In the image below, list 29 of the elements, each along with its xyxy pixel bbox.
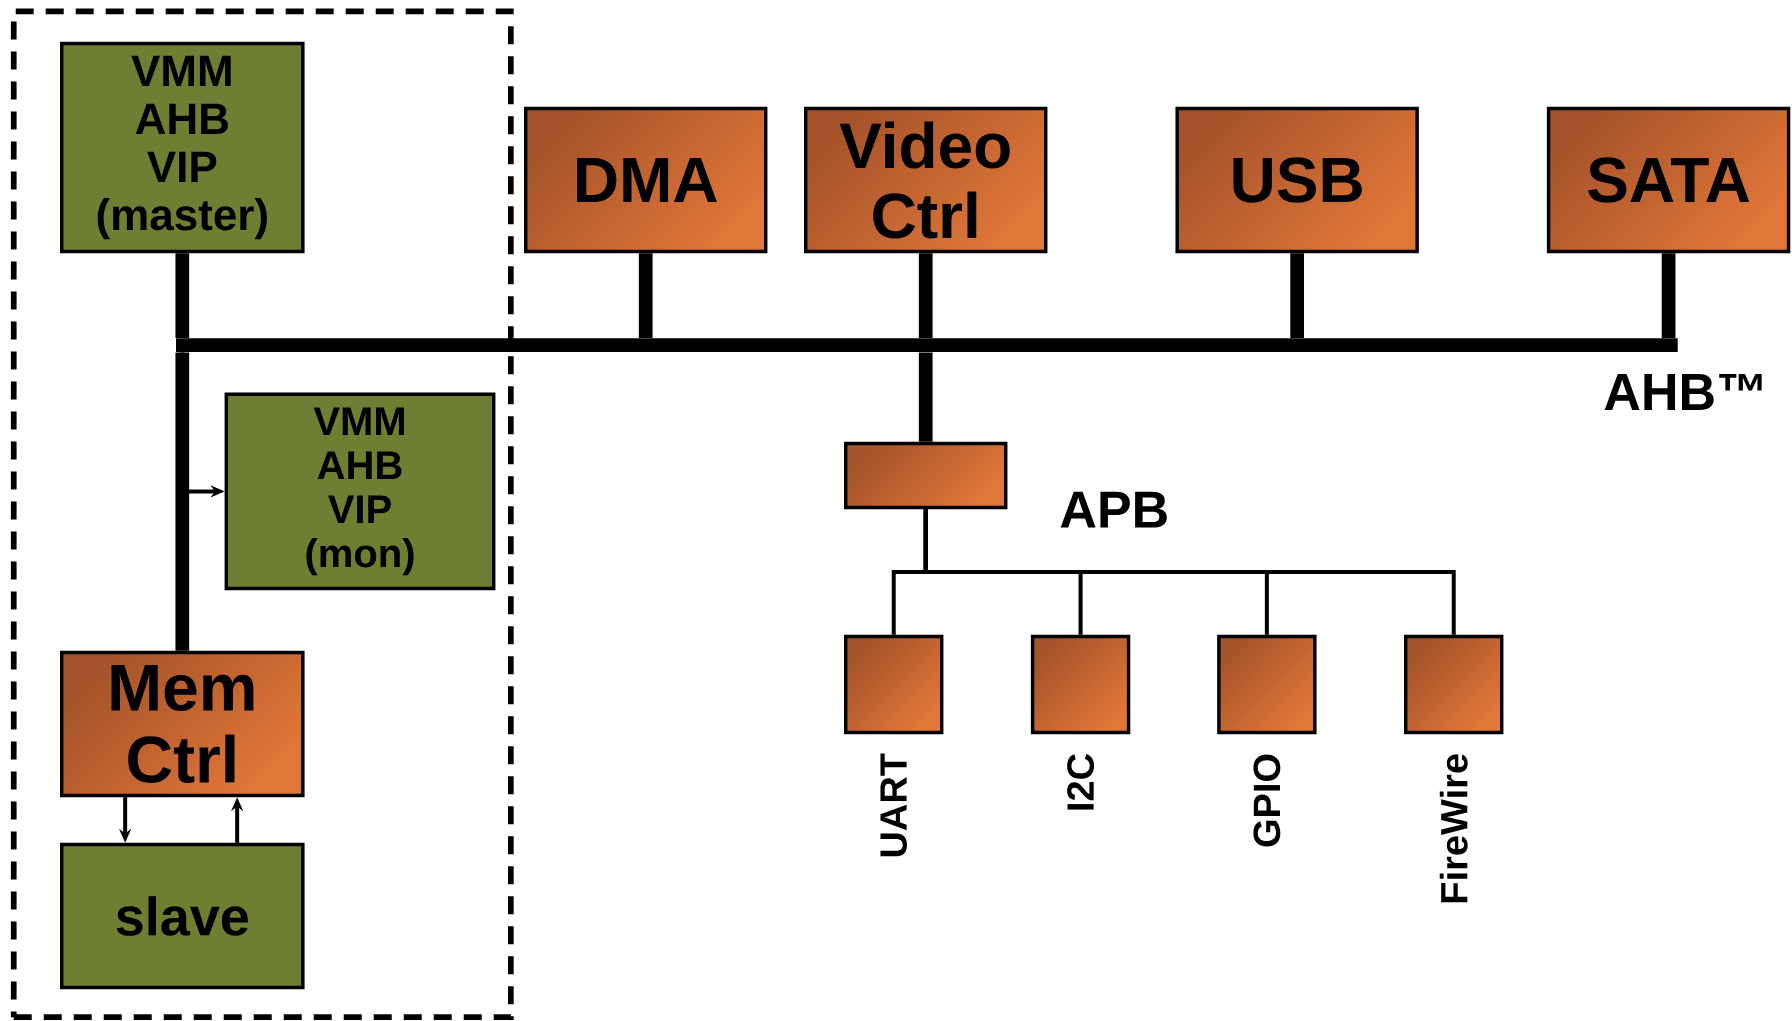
port-box [1404, 635, 1504, 735]
port-label: I2C [1067, 754, 1095, 810]
vip-box: VMM AHB VIP (master) [60, 41, 305, 254]
vip-box: slave [60, 843, 305, 990]
bus-line [1661, 253, 1676, 339]
bridge-box [844, 441, 1008, 510]
bus-line [918, 253, 933, 339]
device-box: DMA [524, 107, 768, 254]
device-box: SATA [1546, 107, 1791, 254]
bus-label: APB [1060, 492, 1167, 528]
port-box [844, 635, 944, 735]
device-box: Mem Ctrl [60, 651, 305, 798]
port-box [1217, 635, 1317, 735]
dashed-boundary [10, 8, 514, 1021]
bus-line [175, 352, 190, 652]
bus-line [175, 253, 190, 339]
device-box: Video Ctrl [804, 107, 1048, 254]
vip-box: VMM AHB VIP (mon) [224, 392, 496, 591]
bus-bar [176, 338, 1678, 353]
bus-label: AHB™ [1604, 374, 1762, 411]
bus-line [638, 253, 653, 339]
bus-line [1290, 253, 1304, 339]
port-box [1030, 635, 1131, 735]
connector-line [923, 509, 1456, 636]
device-box: USB [1175, 107, 1419, 254]
bus-line [918, 352, 933, 442]
port-label: FireWire [1439, 754, 1468, 903]
port-label: UART [880, 753, 907, 857]
port-label: GPIO [1253, 754, 1281, 847]
